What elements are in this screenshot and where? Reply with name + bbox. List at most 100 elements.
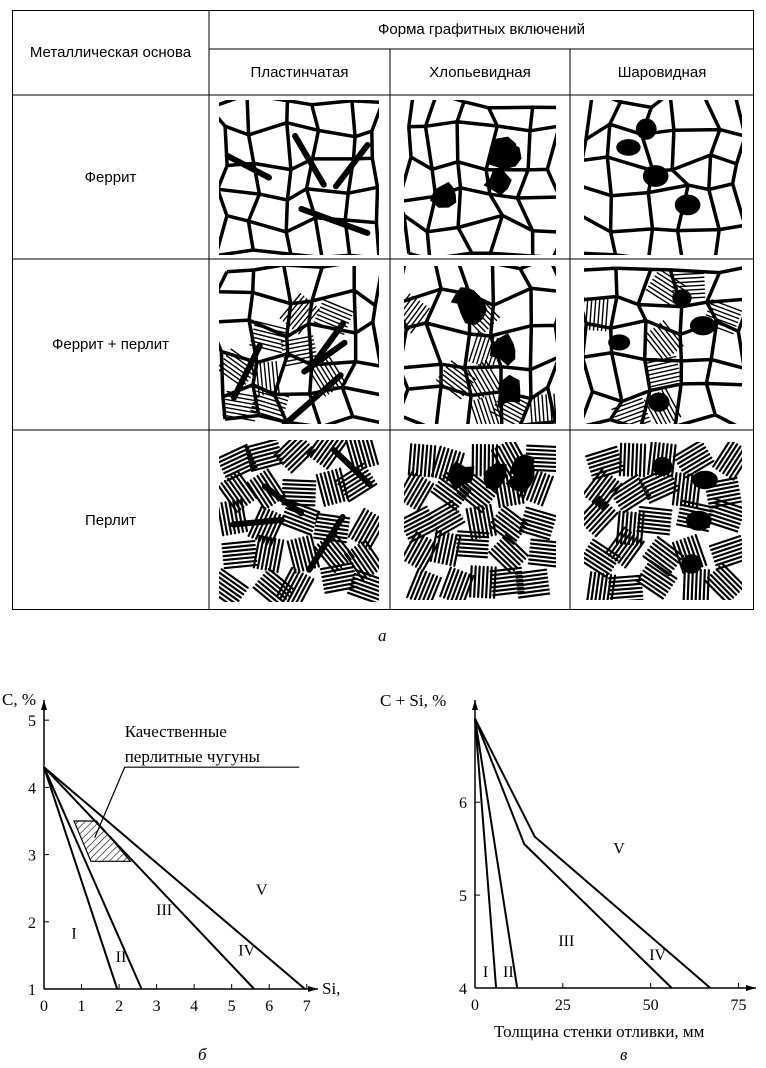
pearlite-lamella [608,574,642,580]
y-tick-label: 2 [28,915,36,932]
pearlite-lamella [708,535,742,548]
pearlite-lamella [721,562,742,586]
region-label: I [71,926,76,943]
pearlite-lamella [645,288,674,308]
pearlite-lamella [404,509,430,525]
pearlite-lamella [273,440,292,457]
pearlite-lamella [525,470,539,501]
graphite-nodule [692,470,718,490]
pearlite-lamella [505,473,513,506]
boundary-line-1 [43,766,119,990]
pearlite-lamella [584,296,585,306]
pearlite-lamella [219,505,225,537]
pearlite-lamella [685,459,715,479]
graphite-nodule [647,392,670,412]
pearlite-lamella [434,517,464,535]
pearlite-lamella [516,584,550,591]
graphite-flake [483,463,507,491]
pearlite-lamella [348,482,378,503]
pearlite-lamella [339,469,369,489]
graphite-flake [483,166,512,196]
pearlite-lamella [680,499,715,509]
pearlite-lamella [626,442,631,477]
pearlite-lamella [528,554,556,560]
boundary-line-4 [474,718,711,989]
pearlite-lamella [584,495,601,516]
pearlite-lamella [322,299,354,313]
annotation-leader [94,766,300,839]
pearlite-lamella [458,573,471,600]
pearlite-lamella [436,520,466,539]
pearlite-lamella [606,573,613,600]
pearlite-lamella [267,567,295,591]
pearlite-lamella [472,332,484,364]
pearlite-lamella [290,539,301,573]
caption-a: а [378,626,387,645]
pearlite-lamella [481,397,491,424]
region-label: I [483,964,488,981]
pearlite-lamella [286,572,304,602]
pearlite-lamella [419,444,425,477]
chart-b: C, % Si, % 0123456712345Качественныеперл… [2,690,340,1015]
pearlite-lamella [421,542,439,572]
pearlite-lamella [361,440,372,468]
graphite-nodule [685,510,712,531]
pearlite-lamella [321,302,353,317]
region-label: II [503,964,514,981]
pearlite-lamella [404,531,418,558]
region-label: III [558,933,574,950]
pearlite-lamella [438,447,450,480]
pearlite-lamella [219,580,242,599]
pearlite-lamella [529,471,543,503]
pearlite-lamella [618,487,647,507]
pearlite-lamella [649,545,678,567]
pearlite-lamella [279,440,304,463]
pearlite-lamella [527,562,556,568]
boundary-line-3 [43,766,255,990]
pearlite-lamella [313,440,330,461]
pearlite-lamella [671,541,685,574]
pearlite-lamella [434,446,446,479]
pearlite-lamella [440,372,467,393]
pearlite-lamella [618,442,623,477]
pearlite-lamella [281,518,314,532]
pearlite-lamella [514,568,548,575]
row-header-pearlite: Перлит [85,511,136,529]
pearlite-lamella [614,533,636,562]
pearlite-lamella [335,462,365,482]
pearlite-lamella [594,478,617,506]
pearlite-lamella [620,538,642,567]
pearlite-lamella [244,440,278,449]
pearlite-lamella [337,466,367,486]
pearlite-lamella [410,307,430,334]
pearlite-lamella [588,506,613,532]
pearlite-lamella [351,509,370,540]
pearlite-lamella [499,539,524,563]
pearlite-lamella [484,565,489,599]
pearlite-lamella [353,440,364,470]
region-label: IV [238,942,255,959]
pearlite-lamella [479,335,491,366]
pearlite-lamella [651,442,657,476]
graphite-nodule [689,316,716,336]
pearlite-lamella [611,531,632,560]
pearlite-lamella [358,513,377,544]
graphite-nodule [642,165,669,187]
pearlite-lamella [713,497,742,509]
pearlite-lamella [352,576,379,588]
pearlite-lamella [227,477,248,506]
pearlite-lamella [281,495,316,499]
pearlite-lamella [455,550,489,555]
pearlite-lamella [255,320,288,330]
pearlite-lamella [477,398,487,424]
pearlite-lamella [430,510,460,528]
pearlite-lamella [608,578,643,584]
pearlite-lamella [286,540,297,574]
pearlite-lamella [602,573,609,600]
pearlite-lamella [711,505,742,518]
pearlite-lamella [653,327,675,354]
pearlite-lamella [682,568,686,600]
pearlite-lamella [686,568,690,600]
pearlite-lamella [698,568,702,600]
pearlite-lamella [590,571,597,600]
